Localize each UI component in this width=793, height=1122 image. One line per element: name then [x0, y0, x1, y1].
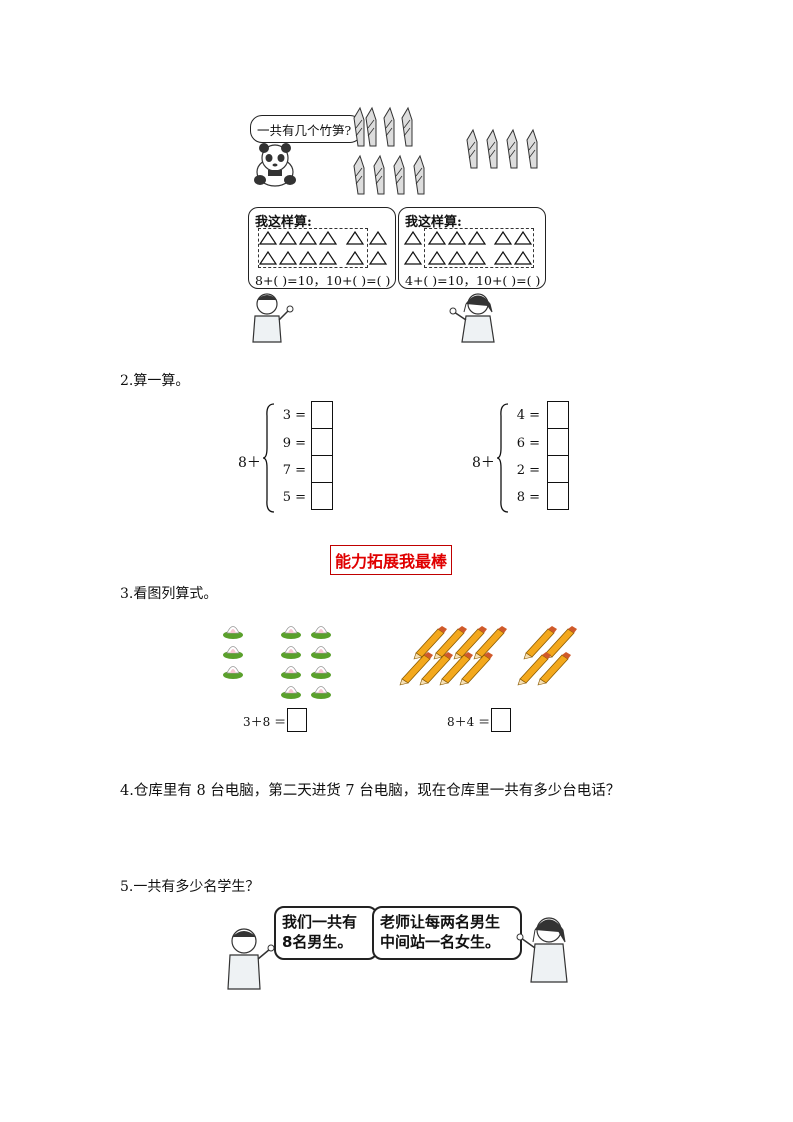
right-answer-box-1[interactable] [547, 401, 569, 429]
right-row-3-label: 2 = [516, 463, 540, 478]
problem-3-heading: 3.看图列算式。 [120, 586, 218, 602]
left-row-1-label: 3 = [282, 408, 306, 423]
right-triangles [403, 230, 533, 265]
left-row-4-label: 5 = [282, 490, 306, 505]
left-bubble-equation: 8+( )=10，10+( )=( ) [255, 273, 391, 288]
lotus-flowers-illustration [222, 626, 332, 700]
problem-2-right-prefix: 8＋ [472, 455, 495, 471]
right-row-2-label: 6 = [516, 436, 540, 451]
bamboo-shoots-right-group [466, 129, 538, 169]
right-row-4-label: 8 = [516, 490, 540, 505]
problem-2-heading: 2.算一算。 [120, 373, 190, 389]
right-row-1-label: 4 = [516, 408, 540, 423]
boy-speech-line-2: 8名男生。 [282, 933, 353, 951]
boy-speech-line-1: 我们一共有 [282, 913, 358, 931]
left-answer-box-3[interactable] [311, 455, 333, 483]
problem-3-left-answer-box[interactable] [287, 708, 307, 732]
right-answer-box-2[interactable] [547, 428, 569, 456]
girl-speech-bubble: 老师让每两名男生 中间站一名女生。 [372, 906, 522, 960]
problem-3-left-equation: 3＋8 ＝ [243, 715, 287, 729]
left-answer-box-1[interactable] [311, 401, 333, 429]
left-dashed-group [258, 228, 368, 268]
problem-2-left-prefix: 8＋ [238, 455, 261, 471]
right-dashed-group [424, 228, 534, 268]
left-method-bubble: 我这样算: 8+( )=10，10+( )=( ) [248, 207, 396, 289]
left-answer-box-4[interactable] [311, 482, 333, 510]
problem-3-right-equation: 8＋4 ＝ [447, 715, 491, 729]
right-bubble-title: 我这样算: [405, 215, 462, 230]
left-row-2-label: 9 = [282, 436, 306, 451]
left-brace [262, 403, 275, 513]
girl-2-illustration [516, 917, 568, 983]
panda-speech-bubble: 一共有几个竹笋? [250, 115, 362, 143]
right-answer-box-3[interactable] [547, 455, 569, 483]
pencils-illustration [399, 625, 578, 686]
left-triangles [258, 230, 388, 265]
problem-3-right-answer-box[interactable] [491, 708, 511, 732]
panda-speech-text: 一共有几个竹笋? [257, 123, 352, 138]
ability-banner: 能力拓展我最棒 [330, 545, 453, 575]
left-bubble-title: 我这样算: [255, 215, 312, 230]
girl-speech-line-1: 老师让每两名男生 [380, 913, 501, 931]
boy-2-illustration [227, 928, 275, 990]
panda-illustration [254, 143, 296, 187]
girl-speech-line-2: 中间站一名女生。 [380, 933, 501, 951]
problem-4-text: 4.仓库里有 8 台电脑，第二天进货 7 台电脑，现在仓库里一共有多少台电话？ [120, 783, 621, 799]
boy-speech-bubble: 我们一共有 8名男生。 [274, 906, 378, 960]
left-row-3-label: 7 = [282, 463, 306, 478]
right-bubble-equation: 4+( )=10，10+( )=( ) [405, 273, 541, 288]
right-method-bubble: 我这样算: 4+( )=10，10+( )=( ) [398, 207, 546, 289]
right-answer-box-4[interactable] [547, 482, 569, 510]
right-brace [496, 403, 509, 513]
left-answer-box-2[interactable] [311, 428, 333, 456]
boy-illustration [252, 293, 294, 343]
bamboo-shoots-left-group [353, 106, 425, 195]
girl-illustration [449, 293, 495, 343]
problem-5-heading: 5.一共有多少名学生？ [120, 879, 260, 895]
